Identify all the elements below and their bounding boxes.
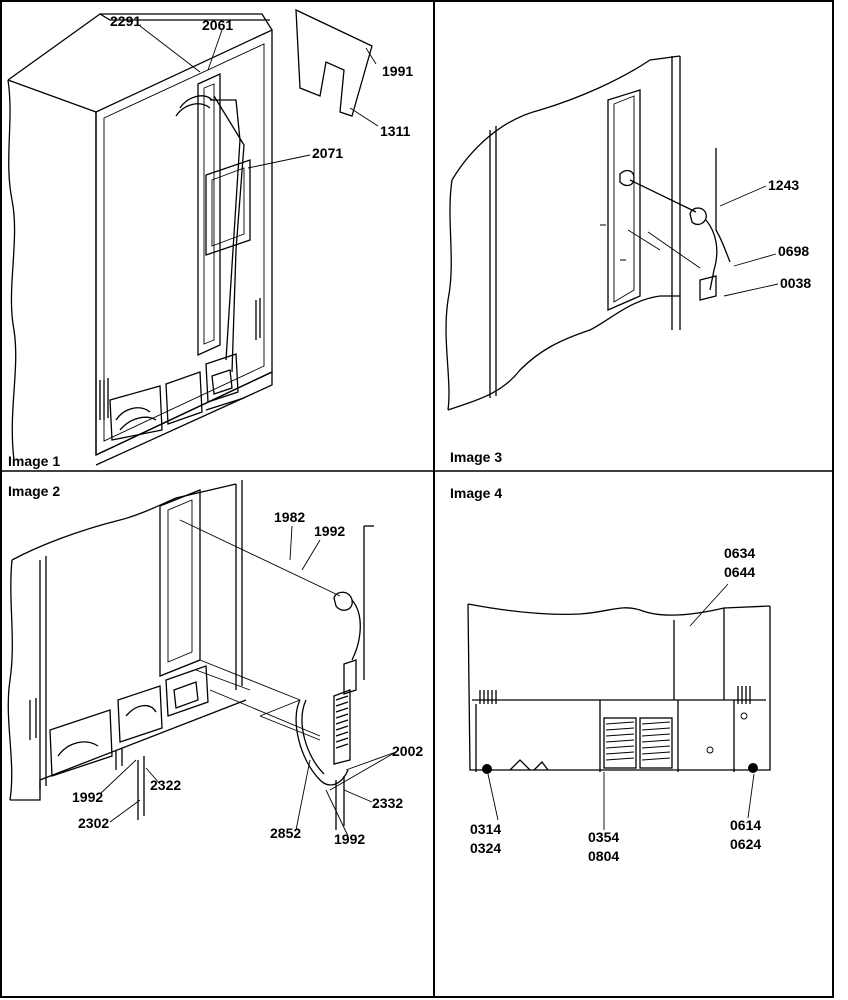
image-2-panel: 1982 1992 2002 2322 1992 2302 2852 2332 … bbox=[7, 480, 423, 847]
cabinet-side-drawing bbox=[445, 55, 681, 411]
label-2302: 2302 bbox=[78, 815, 109, 831]
image-3-caption: Image 3 bbox=[450, 449, 502, 465]
label-2852: 2852 bbox=[270, 825, 301, 841]
label-0314: 0314 bbox=[470, 821, 501, 837]
label-1992-bottom: 1992 bbox=[334, 831, 365, 847]
label-2291: 2291 bbox=[110, 13, 141, 29]
image-1-caption: Image 1 bbox=[8, 453, 60, 469]
label-2322: 2322 bbox=[150, 777, 181, 793]
condenser-harness-drawing bbox=[115, 519, 374, 830]
label-0698: 0698 bbox=[778, 243, 809, 259]
label-0614: 0614 bbox=[730, 817, 761, 833]
label-2332: 2332 bbox=[372, 795, 403, 811]
label-0324: 0324 bbox=[470, 840, 501, 856]
label-2002: 2002 bbox=[392, 743, 423, 759]
refrigerator-back-drawing bbox=[7, 13, 273, 466]
cover-panel-drawing bbox=[295, 8, 373, 117]
image-3-leaders bbox=[719, 185, 779, 297]
image-3-panel: 1243 0698 0038 Image 3 bbox=[445, 55, 811, 465]
label-1982: 1982 bbox=[274, 509, 305, 525]
label-0354: 0354 bbox=[588, 829, 619, 845]
image-4-caption: Image 4 bbox=[450, 485, 502, 501]
image-2-leaders bbox=[99, 525, 397, 837]
label-1992-top: 1992 bbox=[314, 523, 345, 539]
cabinet-bottom-drawing bbox=[467, 603, 771, 774]
image-2-caption: Image 2 bbox=[8, 483, 60, 499]
image-1-panel: 2291 2061 1991 1311 2071 Image 1 bbox=[7, 8, 413, 469]
image-4-leaders bbox=[487, 583, 755, 830]
image-1-leaders bbox=[139, 25, 379, 169]
label-1991: 1991 bbox=[382, 63, 413, 79]
label-1311: 1311 bbox=[380, 123, 411, 139]
label-2061: 2061 bbox=[202, 17, 233, 33]
label-0624: 0624 bbox=[730, 836, 761, 852]
wire-harness-drawing bbox=[629, 148, 731, 301]
label-0644: 0644 bbox=[724, 564, 755, 580]
image-4-panel: 0634 0644 0314 0324 0354 0804 0614 0624 … bbox=[450, 485, 771, 864]
label-0804: 0804 bbox=[588, 848, 619, 864]
foot-left-icon bbox=[482, 764, 492, 774]
refrigerator-rear-drawing bbox=[7, 480, 321, 801]
label-1243: 1243 bbox=[768, 177, 799, 193]
label-2071: 2071 bbox=[312, 145, 343, 161]
foot-right-icon bbox=[748, 763, 758, 773]
label-0038: 0038 bbox=[780, 275, 811, 291]
label-0634: 0634 bbox=[724, 545, 755, 561]
label-1992-left: 1992 bbox=[72, 789, 103, 805]
